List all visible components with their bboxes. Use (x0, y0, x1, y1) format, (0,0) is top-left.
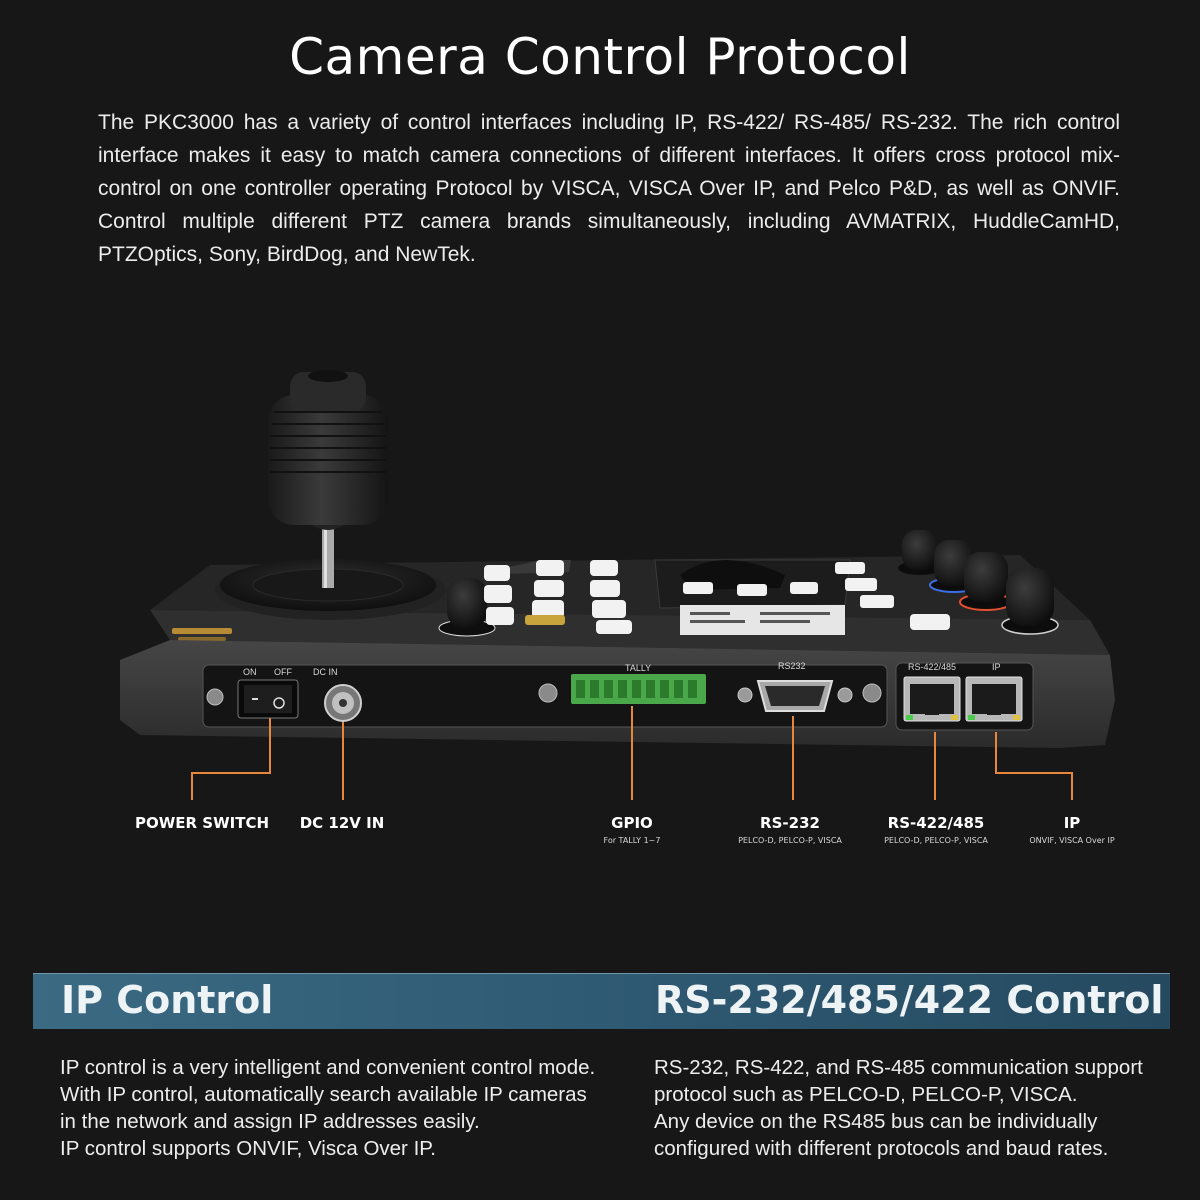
rj45-port-ip (965, 676, 1023, 722)
rs232-db9-port (737, 680, 853, 712)
ip-control-line: IP control is a very intelligent and con… (60, 1056, 596, 1079)
switch-off-label: OFF (274, 667, 292, 677)
callout-ip: IP ONVIF, VISCA Over IP (1022, 814, 1122, 845)
rotary-knobs[interactable] (898, 530, 1059, 635)
ip-port-label: IP (992, 662, 1001, 672)
callout-lines (191, 706, 1073, 800)
dc-in-label: DC IN (313, 667, 338, 677)
callout-dc-in: DC 12V IN (290, 814, 394, 832)
callout-dc-in-label: DC 12V IN (299, 814, 385, 832)
mounting-screws (206, 683, 882, 706)
rj45-port-rs422-485 (903, 676, 961, 722)
button-grid[interactable] (484, 560, 632, 634)
callout-rs422-485-sub: PELCO-D, PELCO-P, VISCA (884, 836, 988, 845)
callout-rs232: RS-232 PELCO-D, PELCO-P, VISCA (720, 814, 860, 845)
ip-control-line: in the network and assign IP addresses e… (60, 1110, 480, 1133)
callout-rs422-485-label: RS-422/485 (887, 814, 985, 832)
callout-power-switch-label: POWER SWITCH (134, 814, 270, 832)
rs-control-line: RS-232, RS-422, and RS-485 communication… (654, 1056, 1143, 1079)
zoom-knob[interactable] (438, 578, 496, 637)
ip-control-line: IP control supports ONVIF, Visca Over IP… (60, 1137, 436, 1160)
rs-control-line: protocol such as PELCO-D, PELCO-P, VISCA… (654, 1083, 1078, 1106)
rs-control-line: configured with different protocols and … (654, 1137, 1109, 1160)
ip-control-heading: IP Control (61, 978, 274, 1022)
callout-gpio-label: GPIO (611, 814, 653, 832)
gpio-terminal-block (571, 674, 706, 704)
ip-control-description: IP control is a very intelligent and con… (60, 1054, 595, 1162)
display-panel (654, 559, 851, 635)
callout-rs232-label: RS-232 (760, 814, 820, 832)
rs-control-description: RS-232, RS-422, and RS-485 communication… (654, 1054, 1143, 1162)
tally-port-label: TALLY (625, 663, 651, 673)
rs-control-heading: RS-232/485/422 Control (655, 978, 1164, 1022)
joystick[interactable] (215, 370, 445, 620)
callout-ip-sub: ONVIF, VISCA Over IP (1029, 836, 1115, 845)
rs-control-line: Any device on the RS485 bus can be indiv… (654, 1110, 1098, 1133)
callout-gpio: GPIO For TALLY 1~7 (572, 814, 692, 845)
page-title: Camera Control Protocol (289, 28, 911, 86)
section-banner: IP Control RS-232/485/422 Control (33, 973, 1170, 1029)
controller-illustration: ON OFF DC IN TALLY RS232 (120, 370, 1115, 800)
callout-rs232-sub: PELCO-D, PELCO-P, VISCA (738, 836, 842, 845)
callout-rs422-485: RS-422/485 PELCO-D, PELCO-P, VISCA (866, 814, 1006, 845)
callout-gpio-sub: For TALLY 1~7 (603, 836, 661, 845)
rs422-485-port-label: RS-422/485 (908, 662, 956, 672)
switch-on-label: ON (243, 667, 257, 677)
callout-power-switch: POWER SWITCH (120, 814, 284, 832)
power-switch[interactable] (237, 679, 299, 719)
brand-logo (172, 628, 232, 641)
intro-paragraph: The PKC3000 has a variety of control int… (98, 111, 1120, 266)
callout-ip-label: IP (1063, 814, 1081, 832)
rs232-port-label: RS232 (778, 661, 806, 671)
dc-jack (324, 684, 362, 722)
function-buttons[interactable] (835, 562, 950, 630)
ip-control-line: With IP control, automatically search av… (60, 1083, 587, 1106)
